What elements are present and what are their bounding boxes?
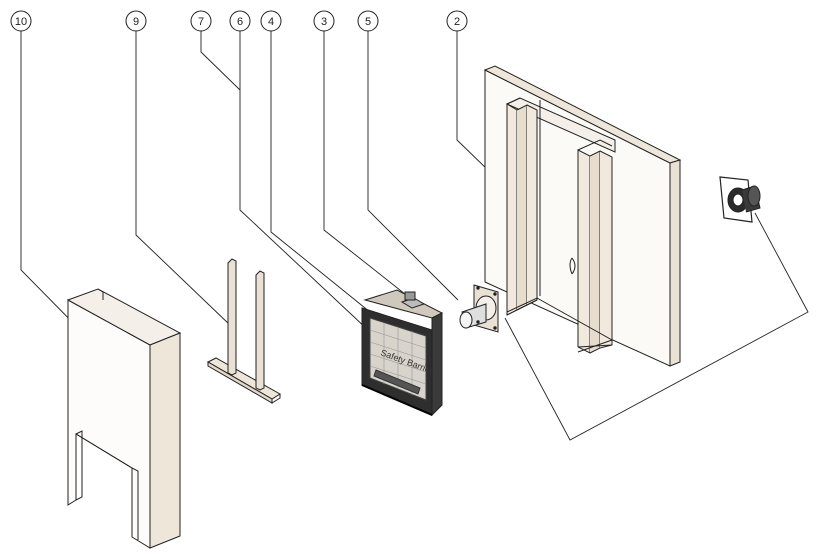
surround-panel	[66, 288, 182, 549]
svg-text:4: 4	[268, 16, 274, 28]
callout-2: 2	[446, 10, 468, 32]
termination-cap	[719, 176, 761, 223]
callout-5: 5	[357, 10, 379, 32]
standoff-brackets	[206, 258, 281, 404]
svg-text:7: 7	[198, 16, 204, 28]
svg-text:2: 2	[454, 16, 460, 28]
svg-text:9: 9	[133, 16, 139, 28]
callout-6: 6	[229, 10, 251, 32]
svg-text:6: 6	[237, 16, 243, 28]
framed-wall	[483, 65, 682, 367]
callout-9: 9	[125, 10, 147, 32]
svg-text:5: 5	[365, 16, 371, 28]
callout-4: 4	[260, 10, 282, 32]
svg-text:3: 3	[321, 16, 327, 28]
vent-pipe-assembly	[459, 284, 499, 333]
leader-lines	[20, 31, 809, 441]
firebox-unit: Safety Barrier	[361, 289, 444, 417]
callout-10: 10	[10, 10, 32, 32]
svg-text:10: 10	[15, 16, 27, 28]
callout-3: 3	[313, 10, 335, 32]
callout-7: 7	[190, 10, 212, 32]
